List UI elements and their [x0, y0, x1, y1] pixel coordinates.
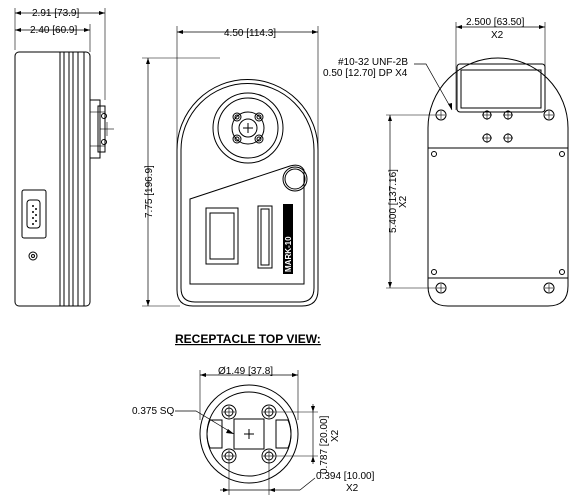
brand-label-strip — [283, 204, 293, 274]
front-panel — [189, 164, 305, 285]
rear-top-recess — [456, 63, 546, 113]
receptacle-outer — [199, 384, 299, 484]
rear-vertical-spacing-qty: X2 — [398, 195, 409, 208]
front-knob — [282, 166, 308, 192]
receptacle-square-label: 0.375 SQ — [132, 406, 174, 417]
front-view: 7.75 [196.9] 4.50 [114.3] MARK-1 — [142, 26, 319, 307]
front-receptacle — [212, 92, 284, 164]
rear-top-spacing-label: 2.500 [63.50] — [466, 17, 525, 28]
rear-vertical-spacing-label: 5.400 [137.16] — [388, 169, 399, 233]
front-display — [205, 207, 239, 265]
front-height-label: 7.75 [196.9] — [144, 165, 155, 218]
rear-body — [427, 57, 569, 307]
power-jack — [28, 251, 38, 261]
side-overall-depth-label: 2.91 [73.9] — [32, 8, 79, 19]
receptacle-horizontal-pitch-label: 0.394 [10.00] — [316, 471, 375, 482]
serial-port — [21, 189, 47, 239]
receptacle-top-view: RECEPTACLE TOP VIEW: Ø1.49 [37.8] — [132, 332, 375, 495]
receptacle-heading: RECEPTACLE TOP VIEW: — [175, 332, 321, 346]
thread-callout: #10-32 UNF-2B — [338, 57, 408, 68]
receptacle-vertical-pitch-label: 0.787 [20.00] — [319, 415, 330, 474]
front-width-label: 4.50 [114.3] — [224, 28, 276, 39]
rear-top-spacing-qty: X2 — [491, 30, 504, 41]
rear-cover-panel — [427, 147, 569, 279]
receptacle-horizontal-qty: X2 — [346, 483, 359, 494]
thread-depth: 0.50 [12.70] DP X4 — [323, 68, 408, 79]
brand-label: MARK-10 — [284, 236, 293, 272]
side-view: 2.91 [73.9] 2.40 [60.9] — [14, 8, 114, 307]
rear-view: 2.500 [63.50] X2 #10-32 UNF-2B 0.50 [12.… — [323, 17, 569, 307]
front-keypad — [257, 205, 273, 269]
receptacle-vertical-qty: X2 — [330, 429, 341, 442]
side-body — [14, 51, 91, 307]
side-body-depth-label: 2.40 [60.9] — [30, 25, 77, 36]
front-body — [176, 79, 319, 307]
receptacle-diameter-label: Ø1.49 [37.8] — [218, 366, 273, 377]
